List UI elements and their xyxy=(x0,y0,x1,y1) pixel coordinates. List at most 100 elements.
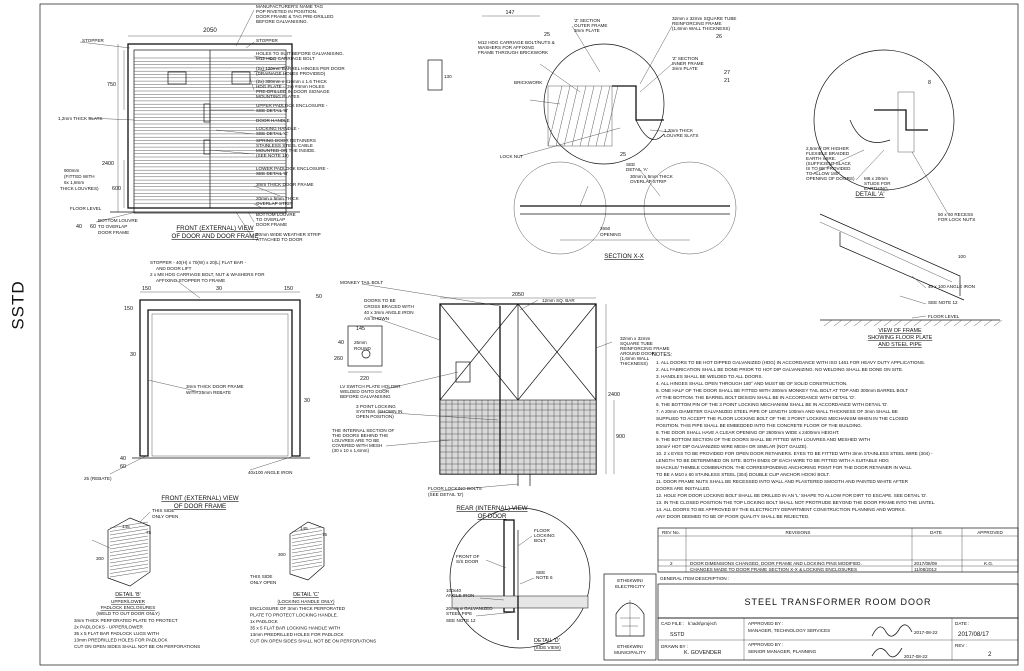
rear-callout: THE INTERNAL SECTION OF xyxy=(332,428,395,433)
section-callout: 2650 xyxy=(600,226,611,231)
door-frame-profile xyxy=(139,299,301,457)
front-callout: M12 HDG CARRIAGE BOLT xyxy=(256,56,315,61)
frame-leaders xyxy=(109,279,295,475)
note-line: 3. HANDLES SHALL BE WELDED TO ALL DOORS. xyxy=(656,374,763,379)
detail-d-callout: SEE xyxy=(536,570,545,575)
perforation-line xyxy=(109,546,149,553)
perforation-line xyxy=(291,526,323,533)
detail-a-wall xyxy=(897,91,915,153)
detail-d-door-edge xyxy=(503,519,515,613)
door-frame-view: 150 30 150 150 30 30 50 40 60 STOPPER - … xyxy=(84,260,322,510)
floor-hatch-line xyxy=(883,319,893,327)
frame-callout: AND DOOR LIFT xyxy=(156,266,192,271)
front-view-title-line2: OF DOOR AND DOOR FRAME xyxy=(172,233,259,240)
cad-file-name: SSTD xyxy=(670,632,684,638)
detail-c-spec-line: PLATE TO PROTECT LOCKING HANDLE. xyxy=(250,613,338,618)
brick-hatch-line xyxy=(587,85,603,147)
date-value: 2017/08/17 xyxy=(958,631,990,638)
brickwork-hatching xyxy=(547,85,619,147)
rear-dim-40: 40 xyxy=(338,340,344,346)
org-name-top: ETHEKWINI xyxy=(617,578,643,583)
brick-hatch-line xyxy=(579,85,595,147)
front-callout: LOWER PADLOCK ENCLOSURE - xyxy=(256,166,329,171)
section-callout: IS TO BE PROVIDED xyxy=(806,166,851,171)
cad-file-label: CAD FILE : xyxy=(661,621,684,626)
municipality-crest-icon xyxy=(615,600,645,637)
rev-header-approved: APPROVED xyxy=(977,530,1003,535)
detail-c-300: 300 xyxy=(278,552,286,557)
perforation-line xyxy=(291,547,323,554)
note-line: SUPPLIED TO ACCEPT THE FLOOR LOCKING BOL… xyxy=(656,416,909,421)
section-callout: SEE xyxy=(626,162,635,167)
louvre-curve-left xyxy=(635,119,665,140)
floor-plate-callout: FLOOR LEVEL xyxy=(928,314,960,319)
detail-b-145: 145 xyxy=(122,524,130,529)
frame-dim-150-r: 150 xyxy=(284,286,293,292)
signature-date-2: 2017-08-22 xyxy=(904,654,928,659)
rev-row-1-no: 2 xyxy=(670,561,673,566)
section-callout: EARTHING xyxy=(864,186,888,191)
section-callout: (1,6mm WALL THICKNESS) xyxy=(672,26,730,31)
brickwork-block xyxy=(547,85,613,147)
org-logo-block xyxy=(603,573,657,661)
front-callout: ATTACHED TO DOOR xyxy=(256,237,303,242)
detail-b-spec-line: 3mm THICK PERFORATED PLATE TO PROTECT xyxy=(74,618,178,623)
rear-callout: BEFORE GALVANISING xyxy=(340,394,391,399)
notes-heading: NOTES: xyxy=(652,352,672,358)
front-callout: SEE DETAIL 'B' xyxy=(256,171,288,176)
frame-dim-30-top: 30 xyxy=(216,286,222,292)
dim-8: 8 xyxy=(928,80,931,86)
floor-hatch-line xyxy=(843,319,853,327)
detail-a-circle xyxy=(813,49,955,191)
detail-d-callout: LOCKING xyxy=(534,533,555,538)
perforation-line xyxy=(291,537,323,543)
rear-callout: 32mm x 32mm xyxy=(620,336,651,341)
brick-hatch-line xyxy=(547,85,563,147)
front-callout: BOTTOM LOUVRE xyxy=(256,212,296,217)
section-callout: 'Z' SECTION xyxy=(574,18,600,23)
section-detail-circle-left xyxy=(543,43,665,165)
frame-dim-150-side: 150 xyxy=(124,306,133,312)
section-callout: M12 HDG CARRIAGE BOLT/NUTS & xyxy=(478,40,555,45)
detail-c-box xyxy=(289,521,325,581)
lock-detail-round xyxy=(361,349,371,359)
rear-brace-r2 xyxy=(517,303,597,401)
section-leader-lines xyxy=(519,25,949,215)
detail-d-callout: SEE NOTE 12 xyxy=(446,618,476,623)
padlock-enclosure-lower xyxy=(203,139,211,155)
detail-b-box xyxy=(107,517,151,587)
floor-hatch-line xyxy=(823,319,833,327)
rear-dim-145: 145 xyxy=(356,326,365,332)
rev-header-no: REV No. xyxy=(662,530,680,535)
frame-dim-40: 40 xyxy=(120,456,126,462)
rev-row-2-date: 11/08/2012 xyxy=(914,567,937,572)
z-section-frame xyxy=(612,85,664,121)
rear-dim-2050: 2050 xyxy=(512,292,524,298)
floor-hatch-line xyxy=(973,319,983,327)
cad-file-value: k:\ads\project\ xyxy=(688,621,717,626)
note-line: 7. A 20mm DIAMETER GALVANIZED STEEL PIPE… xyxy=(656,409,898,414)
front-callout: (DRAINAGE HOLES PROVIDED) xyxy=(256,71,326,76)
perforation-line xyxy=(109,556,149,564)
note-line: SHACKLE/ THIMBLE COMBINATION. THE CORRES… xyxy=(656,465,912,470)
drawn-by-label: DRAWN BY : xyxy=(661,644,688,649)
org-name-bottom: ETHEKWINI xyxy=(617,644,643,649)
perforation-line xyxy=(109,567,149,574)
detail-b-spec-line: 13mm PREDRILLED HOLES FOR PADLOCK xyxy=(74,638,169,643)
dim-27: 27 xyxy=(724,70,730,76)
section-callout: 'Z' SECTION xyxy=(672,56,698,61)
floor-plate-pipe xyxy=(839,232,965,301)
rev-value: 2 xyxy=(988,651,992,658)
front-callout: SEE DETAIL 'B' xyxy=(256,108,288,113)
rear-callout: REINFORCING FRAME xyxy=(620,346,670,351)
detail-c-title: DETAIL 'C' xyxy=(293,592,319,598)
title-block: REV No. REVISIONS DATE APPROVED 2 DOOR D… xyxy=(603,527,1019,661)
detail-d-circle xyxy=(449,507,591,649)
detail-b-spec-line: 2x PADLOCKS - UPPER/LOWER xyxy=(74,625,144,630)
